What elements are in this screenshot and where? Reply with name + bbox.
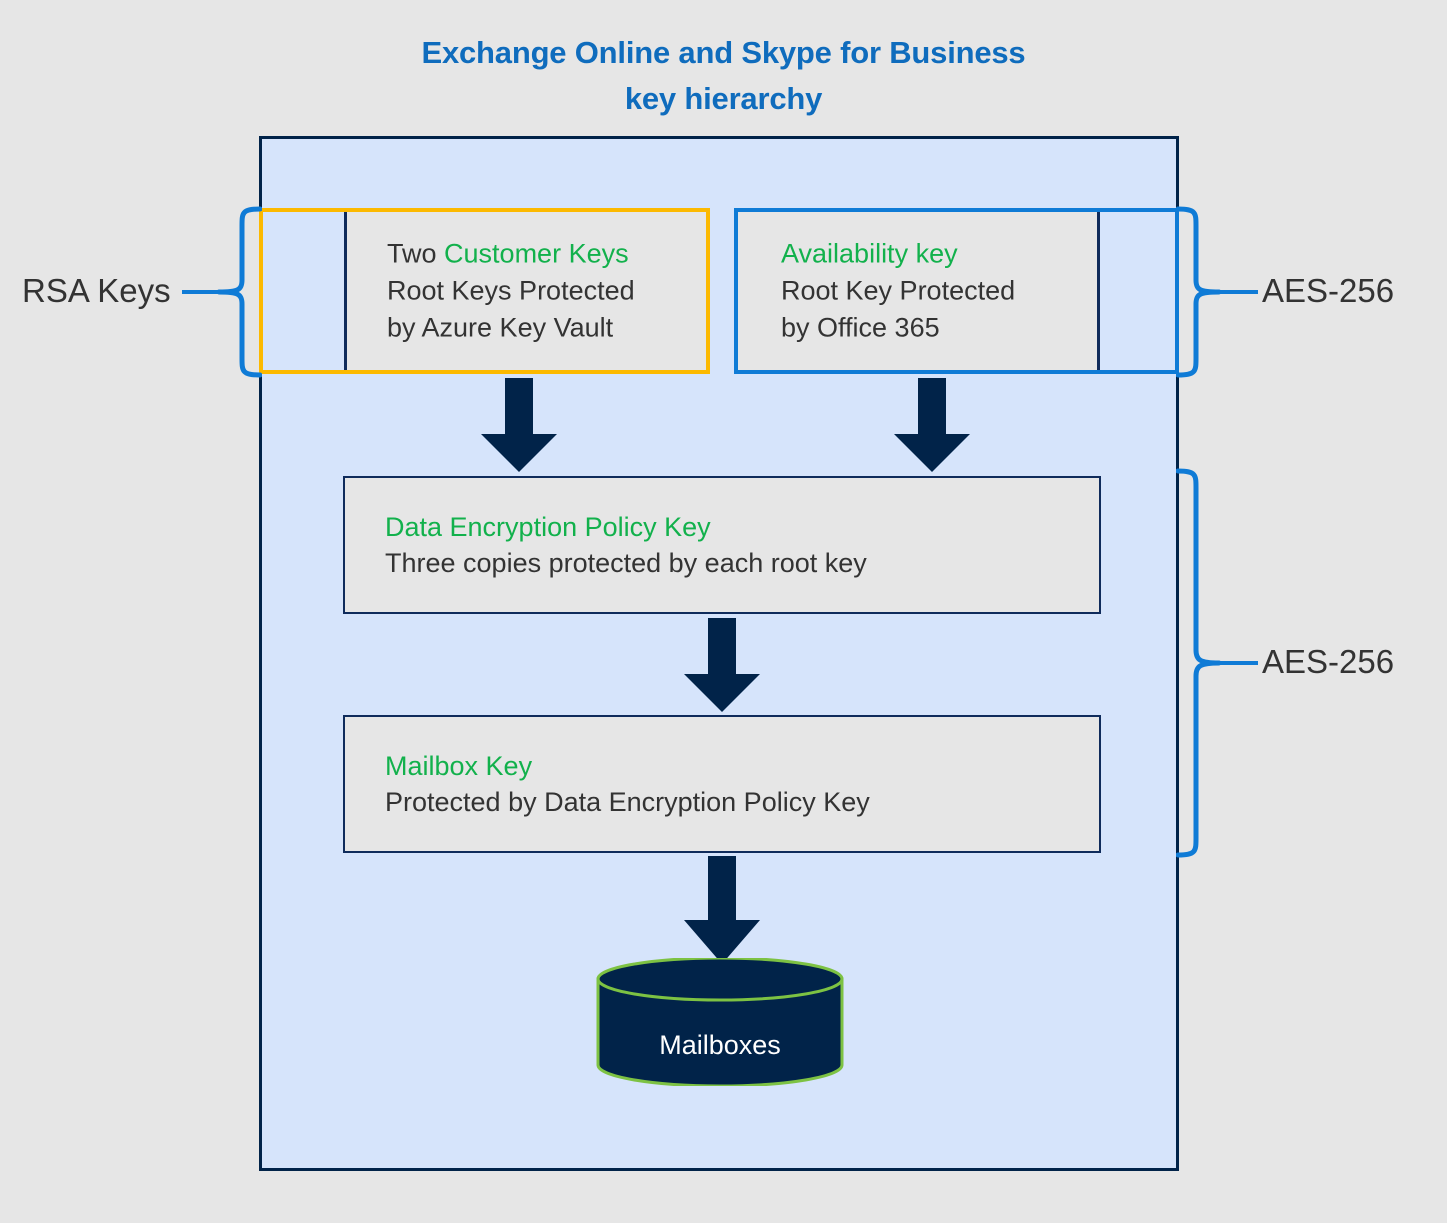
aes-256-top-leader-line [1220, 290, 1258, 294]
page-title: Exchange Online and Skype for Business k… [0, 30, 1447, 122]
availability-key-highlight-frame [734, 208, 1179, 374]
availability-key-heading: Availability key [781, 238, 958, 269]
mailboxes-label: Mailboxes [659, 1030, 781, 1060]
customer-keys-highlight-frame [259, 208, 710, 374]
availability-key-line-3: by Office 365 [781, 312, 940, 343]
aes-256-bottom-label: AES-256 [1262, 643, 1395, 680]
aes-256-bottom-leader-line [1220, 661, 1258, 665]
mailbox-key-text: Mailbox Key Protected by Data Encryption… [385, 748, 870, 820]
customer-keys-heading-row: Two Customer Keys [387, 236, 635, 273]
arrow-depk-to-mailbox-key [680, 618, 764, 714]
depk-line-2: Three copies protected by each root key [385, 548, 867, 578]
mailbox-key-line-2: Protected by Data Encryption Policy Key [385, 787, 870, 817]
aes-256-top-brace [1176, 206, 1222, 378]
arrow-mailbox-key-to-mailboxes [680, 856, 764, 966]
customer-keys-text: Two Customer Keys Root Keys Protected by… [387, 236, 635, 347]
arrow-availability-key-to-depk [890, 378, 974, 474]
customer-keys-line-3: by Azure Key Vault [387, 312, 614, 343]
rsa-keys-brace [216, 206, 262, 378]
arrow-customer-keys-to-depk [477, 378, 561, 474]
customer-keys-prefix: Two [387, 238, 445, 269]
availability-key-line-2: Root Key Protected [781, 275, 1016, 306]
rsa-keys-label: RSA Keys [22, 272, 171, 309]
customer-keys-heading: Customer Keys [444, 238, 629, 269]
page-title-line-1: Exchange Online and Skype for Business [421, 35, 1026, 70]
depk-text: Data Encryption Policy Key Three copies … [385, 509, 867, 581]
depk-heading: Data Encryption Policy Key [385, 512, 711, 542]
availability-key-text: Availability key Root Key Protected by O… [781, 236, 1015, 347]
aes-256-bottom-brace [1176, 468, 1222, 858]
aes-256-top-label: AES-256 [1262, 272, 1395, 309]
mailboxes-database-icon [595, 958, 845, 1086]
mailbox-key-heading: Mailbox Key [385, 751, 533, 781]
customer-keys-box: Two Customer Keys Root Keys Protected by… [344, 210, 707, 372]
availability-key-box: Availability key Root Key Protected by O… [738, 210, 1100, 372]
rsa-keys-leader-line [182, 290, 218, 294]
page-title-line-2: key hierarchy [624, 81, 823, 116]
data-encryption-policy-key-box: Data Encryption Policy Key Three copies … [343, 476, 1101, 614]
customer-keys-line-2: Root Keys Protected [387, 275, 635, 306]
mailbox-key-box: Mailbox Key Protected by Data Encryption… [343, 715, 1101, 853]
